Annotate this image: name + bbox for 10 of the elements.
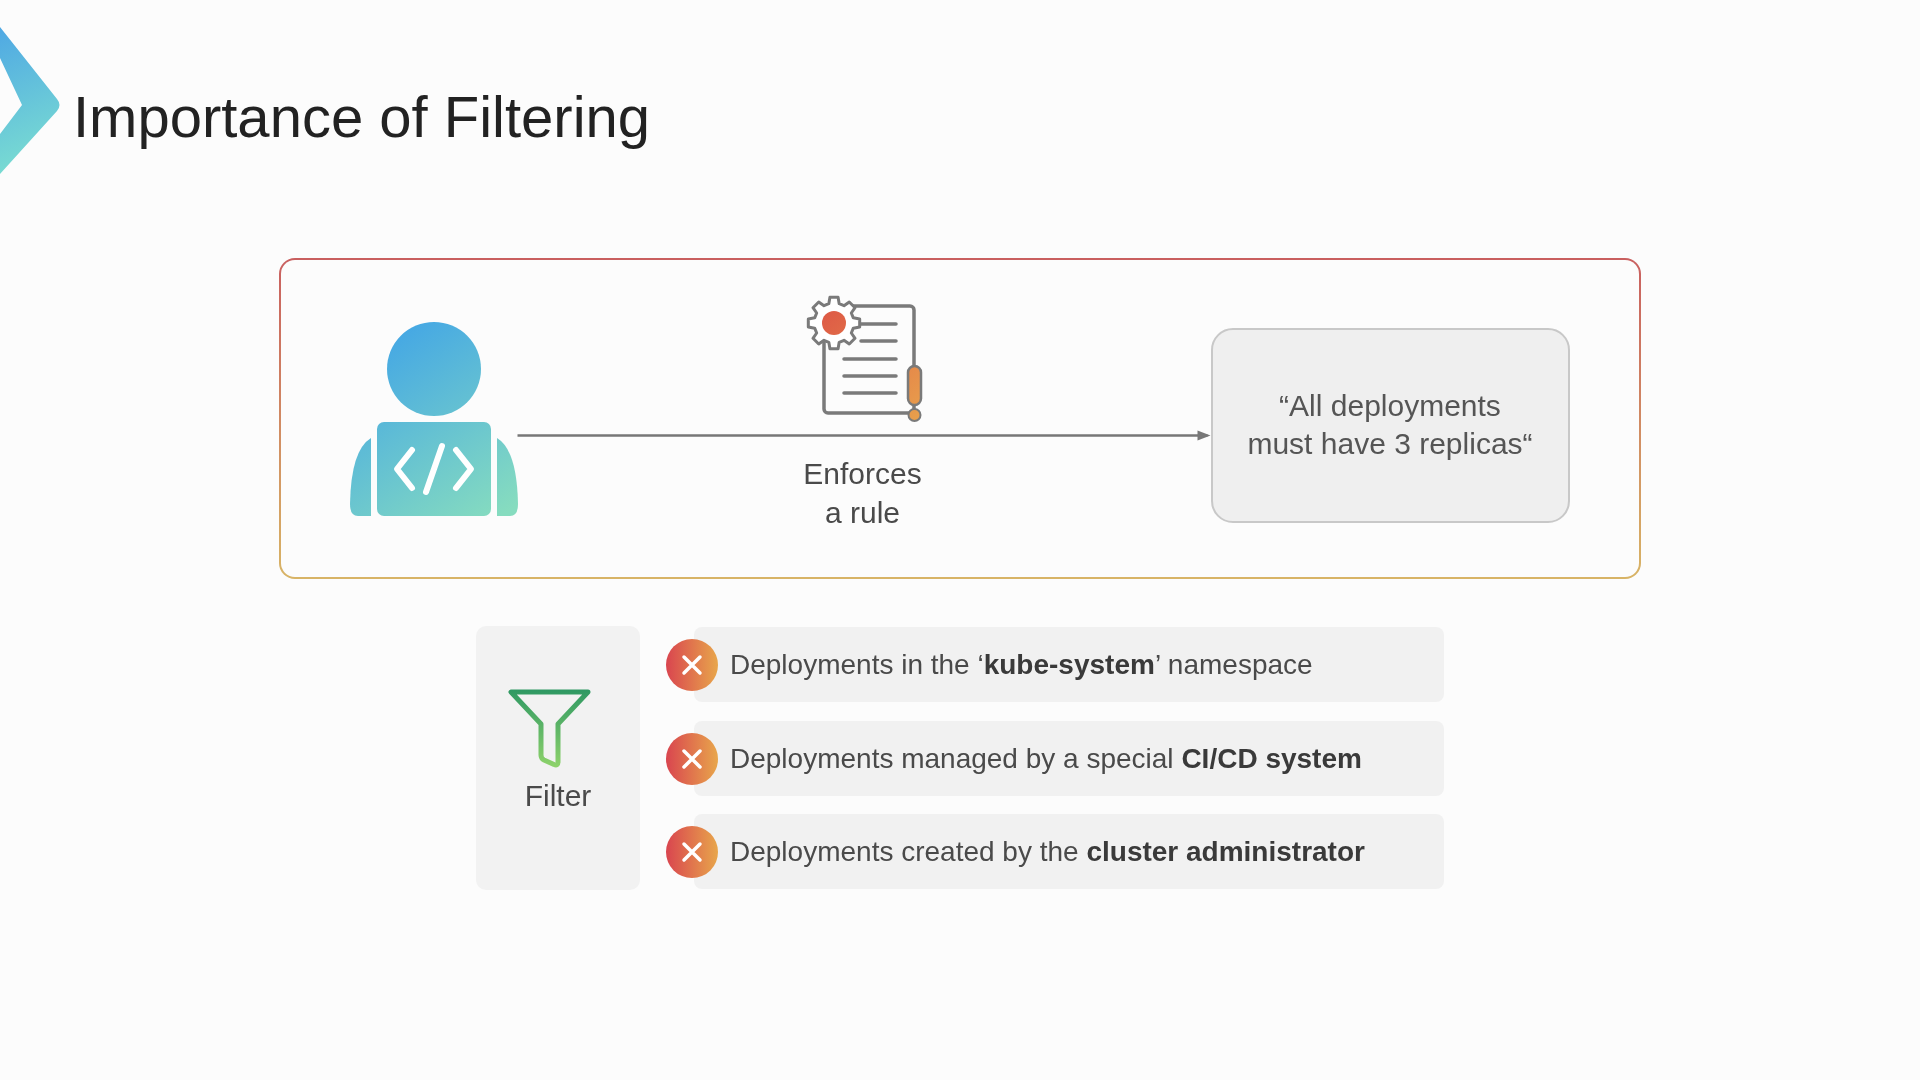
rule-card: “All deployments must have 3 replicas“ — [1210, 327, 1570, 523]
developer-icon — [349, 321, 518, 516]
filter-card — [476, 626, 640, 890]
frame-panel — [279, 258, 1641, 579]
filter-label: Filter — [524, 778, 592, 814]
slide-title: Importance of Filtering — [73, 83, 651, 151]
criterion-text: Deployments in the ‘kube-system’ namespace — [730, 647, 1313, 682]
criterion-text: Deployments created by the cluster administrator — [730, 834, 1365, 869]
criterion-text: Deployments managed by a special CI/CD system — [730, 741, 1362, 776]
arrow — [517, 430, 1211, 441]
